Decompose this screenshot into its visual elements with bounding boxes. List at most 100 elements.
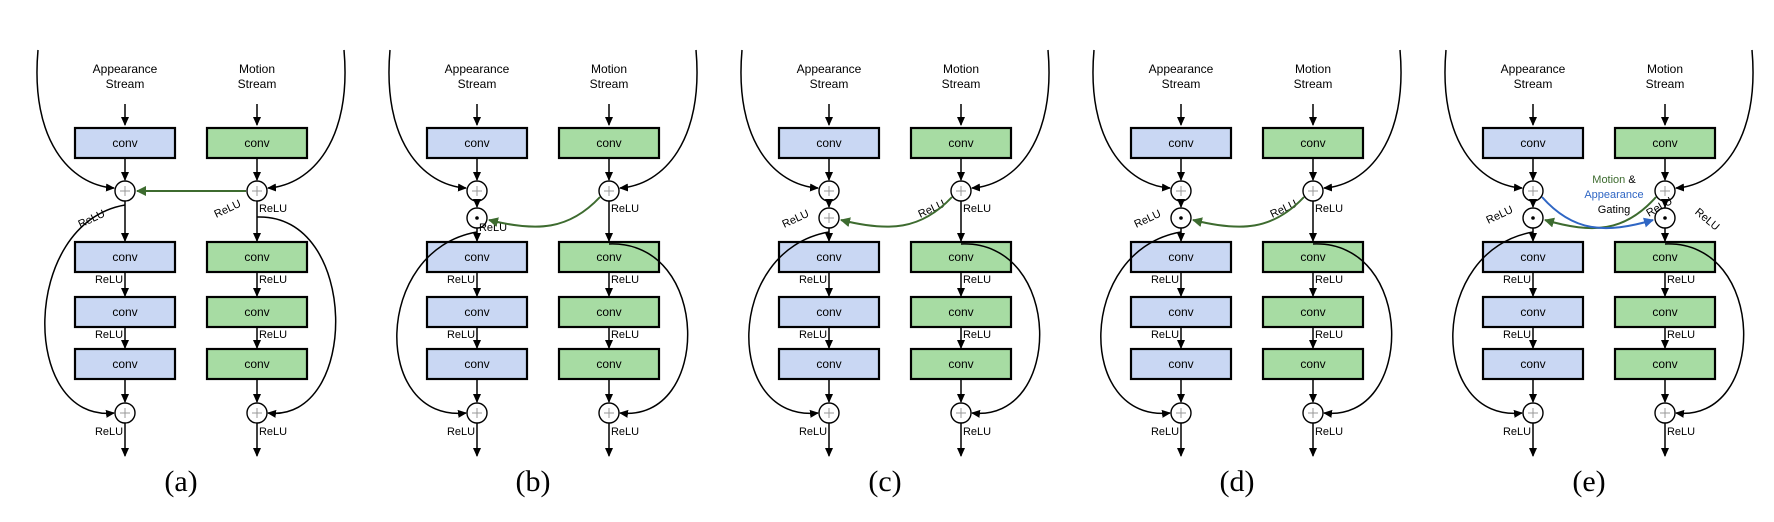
residual-skip-appearance [748,231,830,418]
conv-label: conv [1168,305,1193,319]
appearance-conv [1481,347,1585,381]
appearance-stream-title: Appearance [1501,62,1566,76]
relu-label: ReLU [259,329,287,341]
relu-label: ReLU [1268,198,1299,221]
motion-stream-title: Stream [1646,77,1685,91]
motion-conv [909,347,1013,381]
appearance-conv [777,126,881,160]
conv-label: conv [1520,357,1545,371]
relu-label: ReLU [1503,274,1531,286]
relu-label: ReLU [799,426,827,438]
conv-label: conv [948,357,973,371]
conv-label: conv [948,136,973,150]
conv-label: conv [112,250,137,264]
relu-label: ReLU [1315,426,1343,438]
panel-caption: (d) [1220,465,1255,498]
conv-label: conv [1652,357,1677,371]
conv-label: conv [1652,250,1677,264]
motion-stream-title: Stream [590,77,629,91]
motion-stream-title: Motion [239,62,275,76]
residual-skip-motion [1312,243,1393,418]
appearance-conv [1481,126,1585,160]
dot-icon [1531,216,1535,220]
appearance-stream-title: Appearance [797,62,862,76]
conv-label: conv [1520,305,1545,319]
relu-label: ReLU [479,222,507,234]
conv-label: conv [816,357,841,371]
motion-conv [557,126,661,160]
relu-label: ReLU [1151,274,1179,286]
relu-label: ReLU [1315,329,1343,341]
relu-label: ReLU [1503,329,1531,341]
motion-to-appearance-arrow [488,196,601,228]
conv-label: conv [244,250,269,264]
gating-motion-word: Motion [1592,174,1625,186]
conv-label: conv [464,357,489,371]
conv-label: conv [948,250,973,264]
conv-label: conv [1168,136,1193,150]
relu-label: ReLU [212,198,243,221]
conv-label: conv [1520,250,1545,264]
appearance-conv [73,295,177,329]
appearance-stream-title: Stream [810,77,849,91]
identity-skip-appearance [1444,49,1523,192]
conv-label: conv [464,136,489,150]
conv-label: conv [1300,305,1325,319]
conv-label: conv [1300,136,1325,150]
residual-skip-motion [960,243,1041,418]
relu-label: ReLU [95,329,123,341]
appearance-stream-title: Stream [458,77,497,91]
conv-label: conv [1652,305,1677,319]
conv-label: conv [596,357,621,371]
motion-to-appearance-arrow [840,196,953,228]
relu-label: ReLU [447,274,475,286]
appearance-conv [425,126,529,160]
relu-label: ReLU [1151,329,1179,341]
panel-caption: (e) [1572,465,1605,498]
appearance-stream-title: Appearance [1149,62,1214,76]
appearance-stream-title: Stream [1514,77,1553,91]
panel-caption: (a) [164,465,197,498]
relu-label: ReLU [1692,206,1721,233]
relu-label: ReLU [1484,204,1515,227]
relu-label: ReLU [611,274,639,286]
motion-conv [1613,295,1717,329]
motion-stream-title: Motion [1295,62,1331,76]
residual-skip-appearance [1452,231,1534,418]
motion-conv [1613,126,1717,160]
relu-label: ReLU [799,329,827,341]
relu-label: ReLU [95,274,123,286]
relu-label: ReLU [963,329,991,341]
conv-label: conv [816,250,841,264]
conv-label: conv [1168,357,1193,371]
relu-label: ReLU [1667,426,1695,438]
motion-conv [1261,295,1365,329]
identity-skip-appearance [388,49,467,192]
conv-label: conv [1520,136,1545,150]
relu-label: ReLU [447,329,475,341]
conv-label: conv [112,357,137,371]
appearance-stream-title: Stream [106,77,145,91]
gating-appearance-label: Appearance [1584,189,1643,201]
relu-label: ReLU [963,426,991,438]
relu-label: ReLU [1315,203,1343,215]
motion-conv [205,295,309,329]
appearance-conv [777,295,881,329]
relu-label: ReLU [963,203,991,215]
relu-label: ReLU [1667,274,1695,286]
conv-label: conv [1652,136,1677,150]
identity-skip-motion [619,49,698,192]
appearance-to-motion-arrow [1541,196,1654,230]
gating-label: Gating [1598,204,1630,216]
appearance-conv [1481,240,1585,274]
motion-stream-title: Motion [1647,62,1683,76]
conv-label: conv [112,305,137,319]
gating-motion-label: Motion & [1592,174,1636,186]
panel-caption: (b) [516,465,551,498]
panel-caption: (c) [868,465,901,498]
